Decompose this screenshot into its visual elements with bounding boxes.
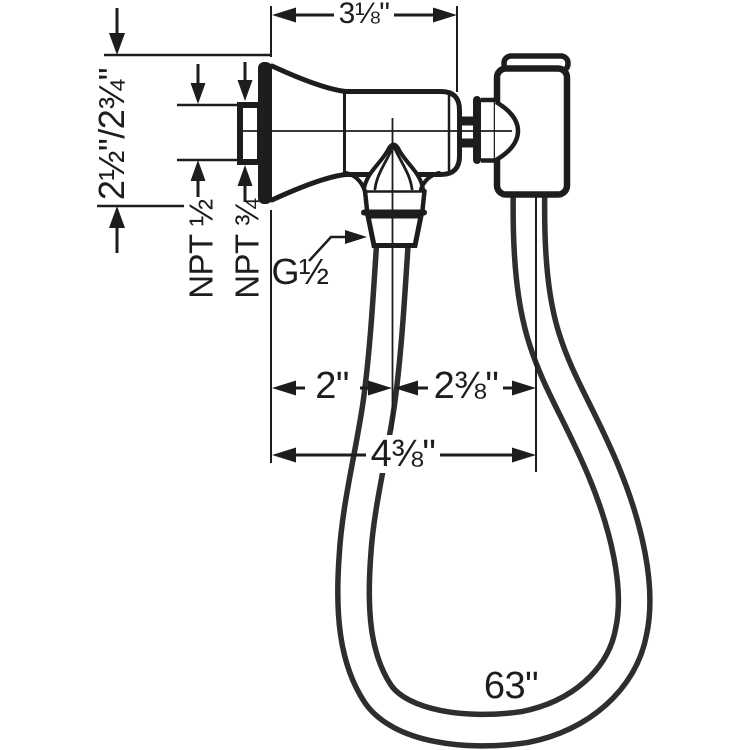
valve-assembly	[237, 62, 481, 248]
outlet-crown	[362, 142, 425, 191]
arrow-up	[237, 165, 253, 186]
outlet-thread-label: G½	[271, 251, 329, 292]
leader-outlet-thread	[308, 235, 345, 262]
arrow-down	[237, 80, 253, 101]
inlet-thread-three-quarter-label: NPT ¾	[228, 199, 266, 299]
escutcheon-bell-top	[269, 63, 349, 94]
arrow-up	[109, 206, 125, 228]
arrow-down	[109, 33, 125, 55]
escutcheon-rim	[258, 62, 272, 204]
outlet-collar-left	[362, 188, 370, 213]
arrow-right	[368, 380, 392, 396]
arrow-left	[272, 447, 296, 463]
valve-body	[341, 89, 462, 177]
outlet-crown-petal-right	[392, 144, 414, 191]
dim-offset-left-label: 2"	[311, 367, 353, 405]
arrow-up	[190, 160, 206, 181]
arrow-right	[512, 447, 536, 463]
union-bar-top	[460, 116, 477, 126]
dim-offset-right-label: 2⅜"	[429, 367, 503, 405]
dimension-lines	[97, 7, 536, 463]
inlet-thread-half-label: NPT ½	[182, 199, 220, 299]
escutcheon-bell-bottom	[269, 172, 349, 203]
outlet-crown-petal-left	[373, 144, 395, 191]
dim-escutcheon-diameter-label: 2½"/2¾"	[91, 67, 132, 201]
arrow-down	[190, 83, 206, 104]
arrow-left	[272, 380, 296, 396]
handshower	[481, 53, 571, 198]
extension-lines	[270, 6, 537, 472]
arrow-right	[345, 230, 367, 244]
arrow-right	[512, 380, 536, 396]
outlet-wing-right	[419, 171, 441, 191]
centerlines	[243, 118, 512, 430]
mounting-collar	[237, 102, 263, 165]
dim-offset-total-label: 4⅜"	[366, 435, 440, 473]
hose-nut	[364, 213, 425, 248]
holder-cone	[494, 100, 521, 162]
arrow-right	[433, 7, 457, 23]
arrow-left	[272, 7, 296, 23]
arrow-left	[394, 380, 418, 396]
union-bar-bottom	[460, 138, 477, 148]
hose-length-label: 63"	[483, 665, 539, 707]
holder-bracket-bar	[473, 96, 481, 164]
outlet-collar-right	[420, 188, 427, 213]
dim-overall-width-label: 3⅛"	[338, 0, 390, 30]
outlet-wing-left	[344, 171, 366, 191]
